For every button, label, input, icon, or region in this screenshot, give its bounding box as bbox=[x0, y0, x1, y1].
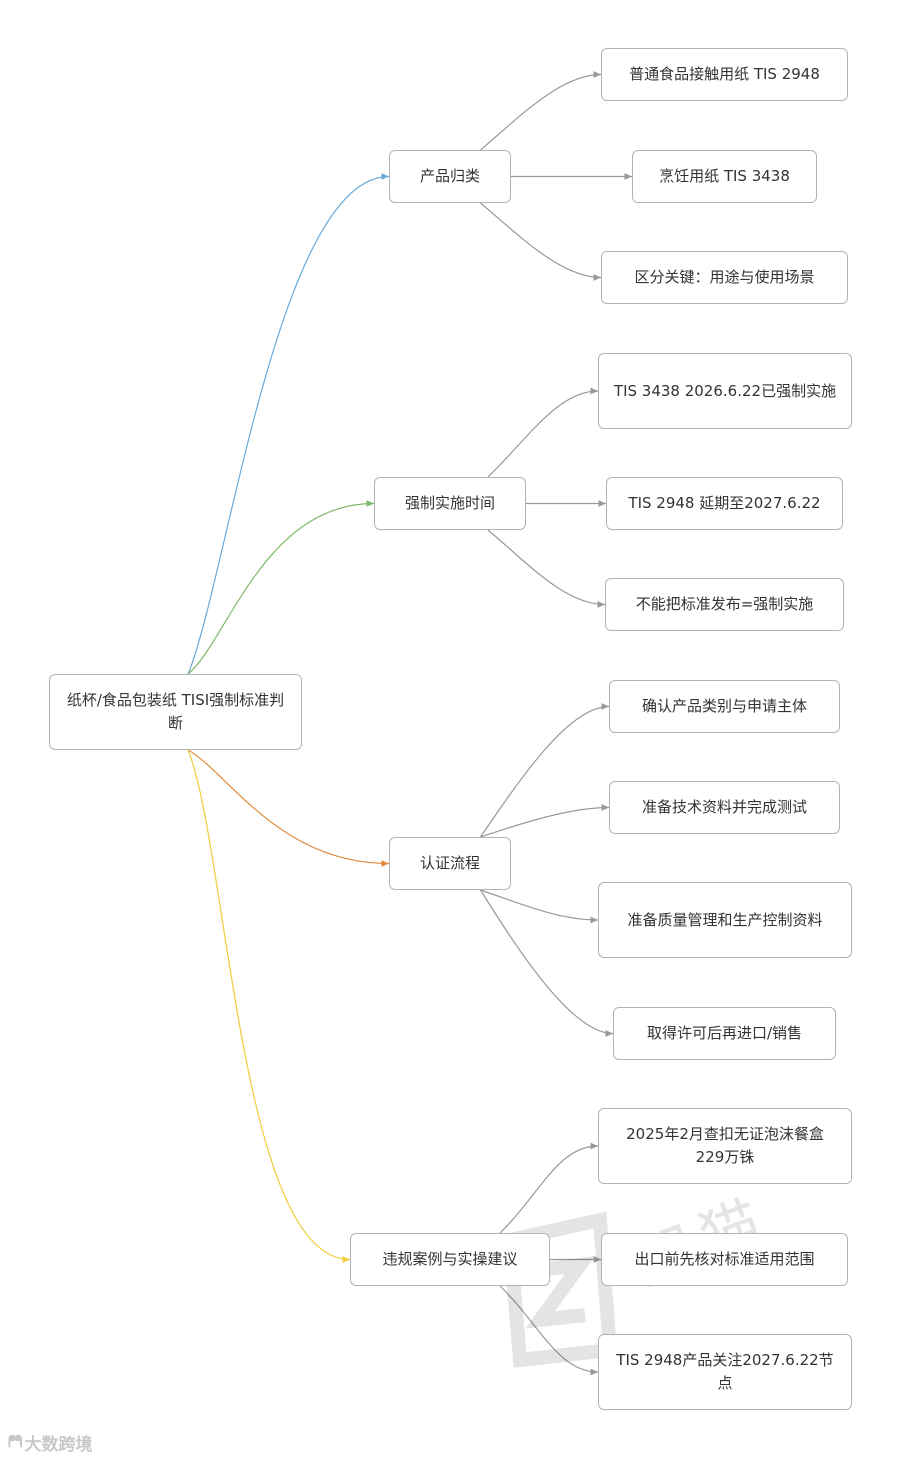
branch-node-violations-advice: 违规案例与实操建议 bbox=[350, 1233, 550, 1286]
leaf-node: 普通食品接触用纸 TIS 2948 bbox=[601, 48, 848, 101]
connector-root-to-branch bbox=[187, 749, 390, 867]
leaf-node: TIS 2948产品关注2027.6.22节点 bbox=[598, 1334, 852, 1410]
leaf-node: 出口前先核对标准适用范围 bbox=[601, 1233, 848, 1286]
connector-branch-to-leaf bbox=[480, 889, 599, 924]
connector-branch-to-leaf bbox=[480, 703, 610, 838]
connector-branch-to-leaf bbox=[499, 1142, 599, 1234]
leaf-label: 取得许可后再进口/销售 bbox=[646, 1024, 803, 1042]
leaf-node: 确认产品类别与申请主体 bbox=[609, 680, 840, 733]
leaf-label: 不能把标准发布=强制实施 bbox=[635, 595, 814, 613]
leaf-node: 准备技术资料并完成测试 bbox=[609, 781, 840, 834]
leaf-label: TIS 2948产品关注2027.6.22节点 bbox=[616, 1351, 834, 1392]
branch-label: 违规案例与实操建议 bbox=[382, 1250, 518, 1268]
leaf-label: 准备质量管理和生产控制资料 bbox=[627, 910, 823, 929]
connector-root-to-branch bbox=[187, 500, 375, 675]
connector-branch-to-leaf bbox=[487, 529, 606, 608]
leaf-label: 烹饪用纸 TIS 3438 bbox=[659, 167, 790, 185]
leaf-label: 准备技术资料并完成测试 bbox=[641, 798, 807, 816]
branch-node-enforcement-date: 强制实施时间 bbox=[374, 477, 526, 530]
leaf-node: TIS 2948 延期至2027.6.22 bbox=[606, 477, 843, 530]
leaf-node: TIS 3438 2026.6.22已强制实施 bbox=[598, 353, 852, 429]
leaf-node: 烹饪用纸 TIS 3438 bbox=[632, 150, 817, 203]
brand-logo-text: 大数跨境 bbox=[24, 1434, 93, 1455]
connector-root-to-branch bbox=[187, 173, 390, 675]
leaf-label: 2025年2月查扣无证泡沫餐盒229万铢 bbox=[626, 1125, 824, 1166]
root-node-label: 纸杯/食品包装纸 TISI强制标准判断 bbox=[66, 691, 285, 732]
connector-branch-to-leaf bbox=[499, 1285, 599, 1376]
branch-node-certification-process: 认证流程 bbox=[389, 837, 511, 890]
connector-branch-to-leaf bbox=[480, 71, 602, 151]
leaf-label: 确认产品类别与申请主体 bbox=[641, 697, 807, 715]
brand-logo-icon: ᖰᖳ bbox=[8, 1432, 23, 1451]
branch-label: 强制实施时间 bbox=[404, 494, 495, 512]
connector-root-to-branch bbox=[187, 749, 351, 1263]
root-node: 纸杯/食品包装纸 TISI强制标准判断 bbox=[49, 674, 302, 750]
connector-branch-to-leaf bbox=[479, 889, 614, 1037]
leaf-label: 区分关键：用途与使用场景 bbox=[634, 268, 815, 286]
branch-label: 产品归类 bbox=[419, 167, 480, 185]
connector-branch-to-leaf bbox=[487, 387, 599, 478]
leaf-label: 出口前先核对标准适用范围 bbox=[634, 1250, 815, 1268]
branch-label: 认证流程 bbox=[419, 854, 480, 872]
leaf-label: TIS 2948 延期至2027.6.22 bbox=[628, 494, 821, 512]
branch-node-product-category: 产品归类 bbox=[389, 150, 511, 203]
connector-branch-to-leaf bbox=[480, 804, 610, 838]
leaf-node: 区分关键：用途与使用场景 bbox=[601, 251, 848, 304]
leaf-node: 2025年2月查扣无证泡沫餐盒229万铢 bbox=[598, 1108, 852, 1184]
brand-logo: ᖰᖳ 大数跨境 bbox=[8, 1430, 93, 1455]
leaf-node: 准备质量管理和生产控制资料 bbox=[598, 882, 852, 958]
leaf-label: 普通食品接触用纸 TIS 2948 bbox=[629, 65, 820, 83]
connector-branch-to-leaf bbox=[480, 202, 602, 281]
leaf-node: 取得许可后再进口/销售 bbox=[613, 1007, 836, 1060]
leaf-label: TIS 3438 2026.6.22已强制实施 bbox=[613, 381, 837, 400]
leaf-node: 不能把标准发布=强制实施 bbox=[605, 578, 844, 631]
